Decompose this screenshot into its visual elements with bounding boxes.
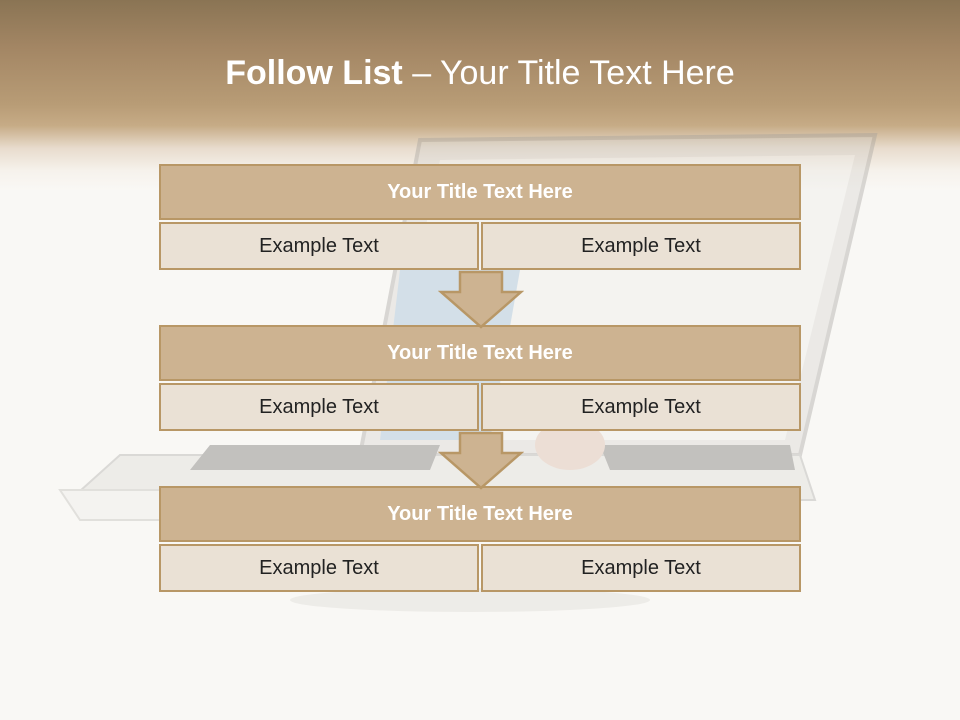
down-arrow-icon xyxy=(438,270,524,329)
down-arrow-icon xyxy=(438,431,524,490)
block-title: Your Title Text Here xyxy=(159,486,801,542)
block-cell-right: Example Text xyxy=(481,544,801,592)
list-block-2: Your Title Text Here Example Text Exampl… xyxy=(159,325,801,431)
block-cell-left: Example Text xyxy=(159,222,479,270)
block-title: Your Title Text Here xyxy=(159,325,801,381)
header-band xyxy=(0,0,960,190)
list-block-3: Your Title Text Here Example Text Exampl… xyxy=(159,486,801,592)
title-rest-part: – Your Title Text Here xyxy=(402,54,735,92)
block-cell-left: Example Text xyxy=(159,544,479,592)
block-cell-right: Example Text xyxy=(481,222,801,270)
block-cell-left: Example Text xyxy=(159,383,479,431)
list-block-1: Your Title Text Here Example Text Exampl… xyxy=(159,164,801,270)
title-bold-part: Follow List xyxy=(225,54,403,92)
slide-title: Follow List – Your Title Text Here xyxy=(0,54,960,93)
block-title: Your Title Text Here xyxy=(159,164,801,220)
block-cell-right: Example Text xyxy=(481,383,801,431)
